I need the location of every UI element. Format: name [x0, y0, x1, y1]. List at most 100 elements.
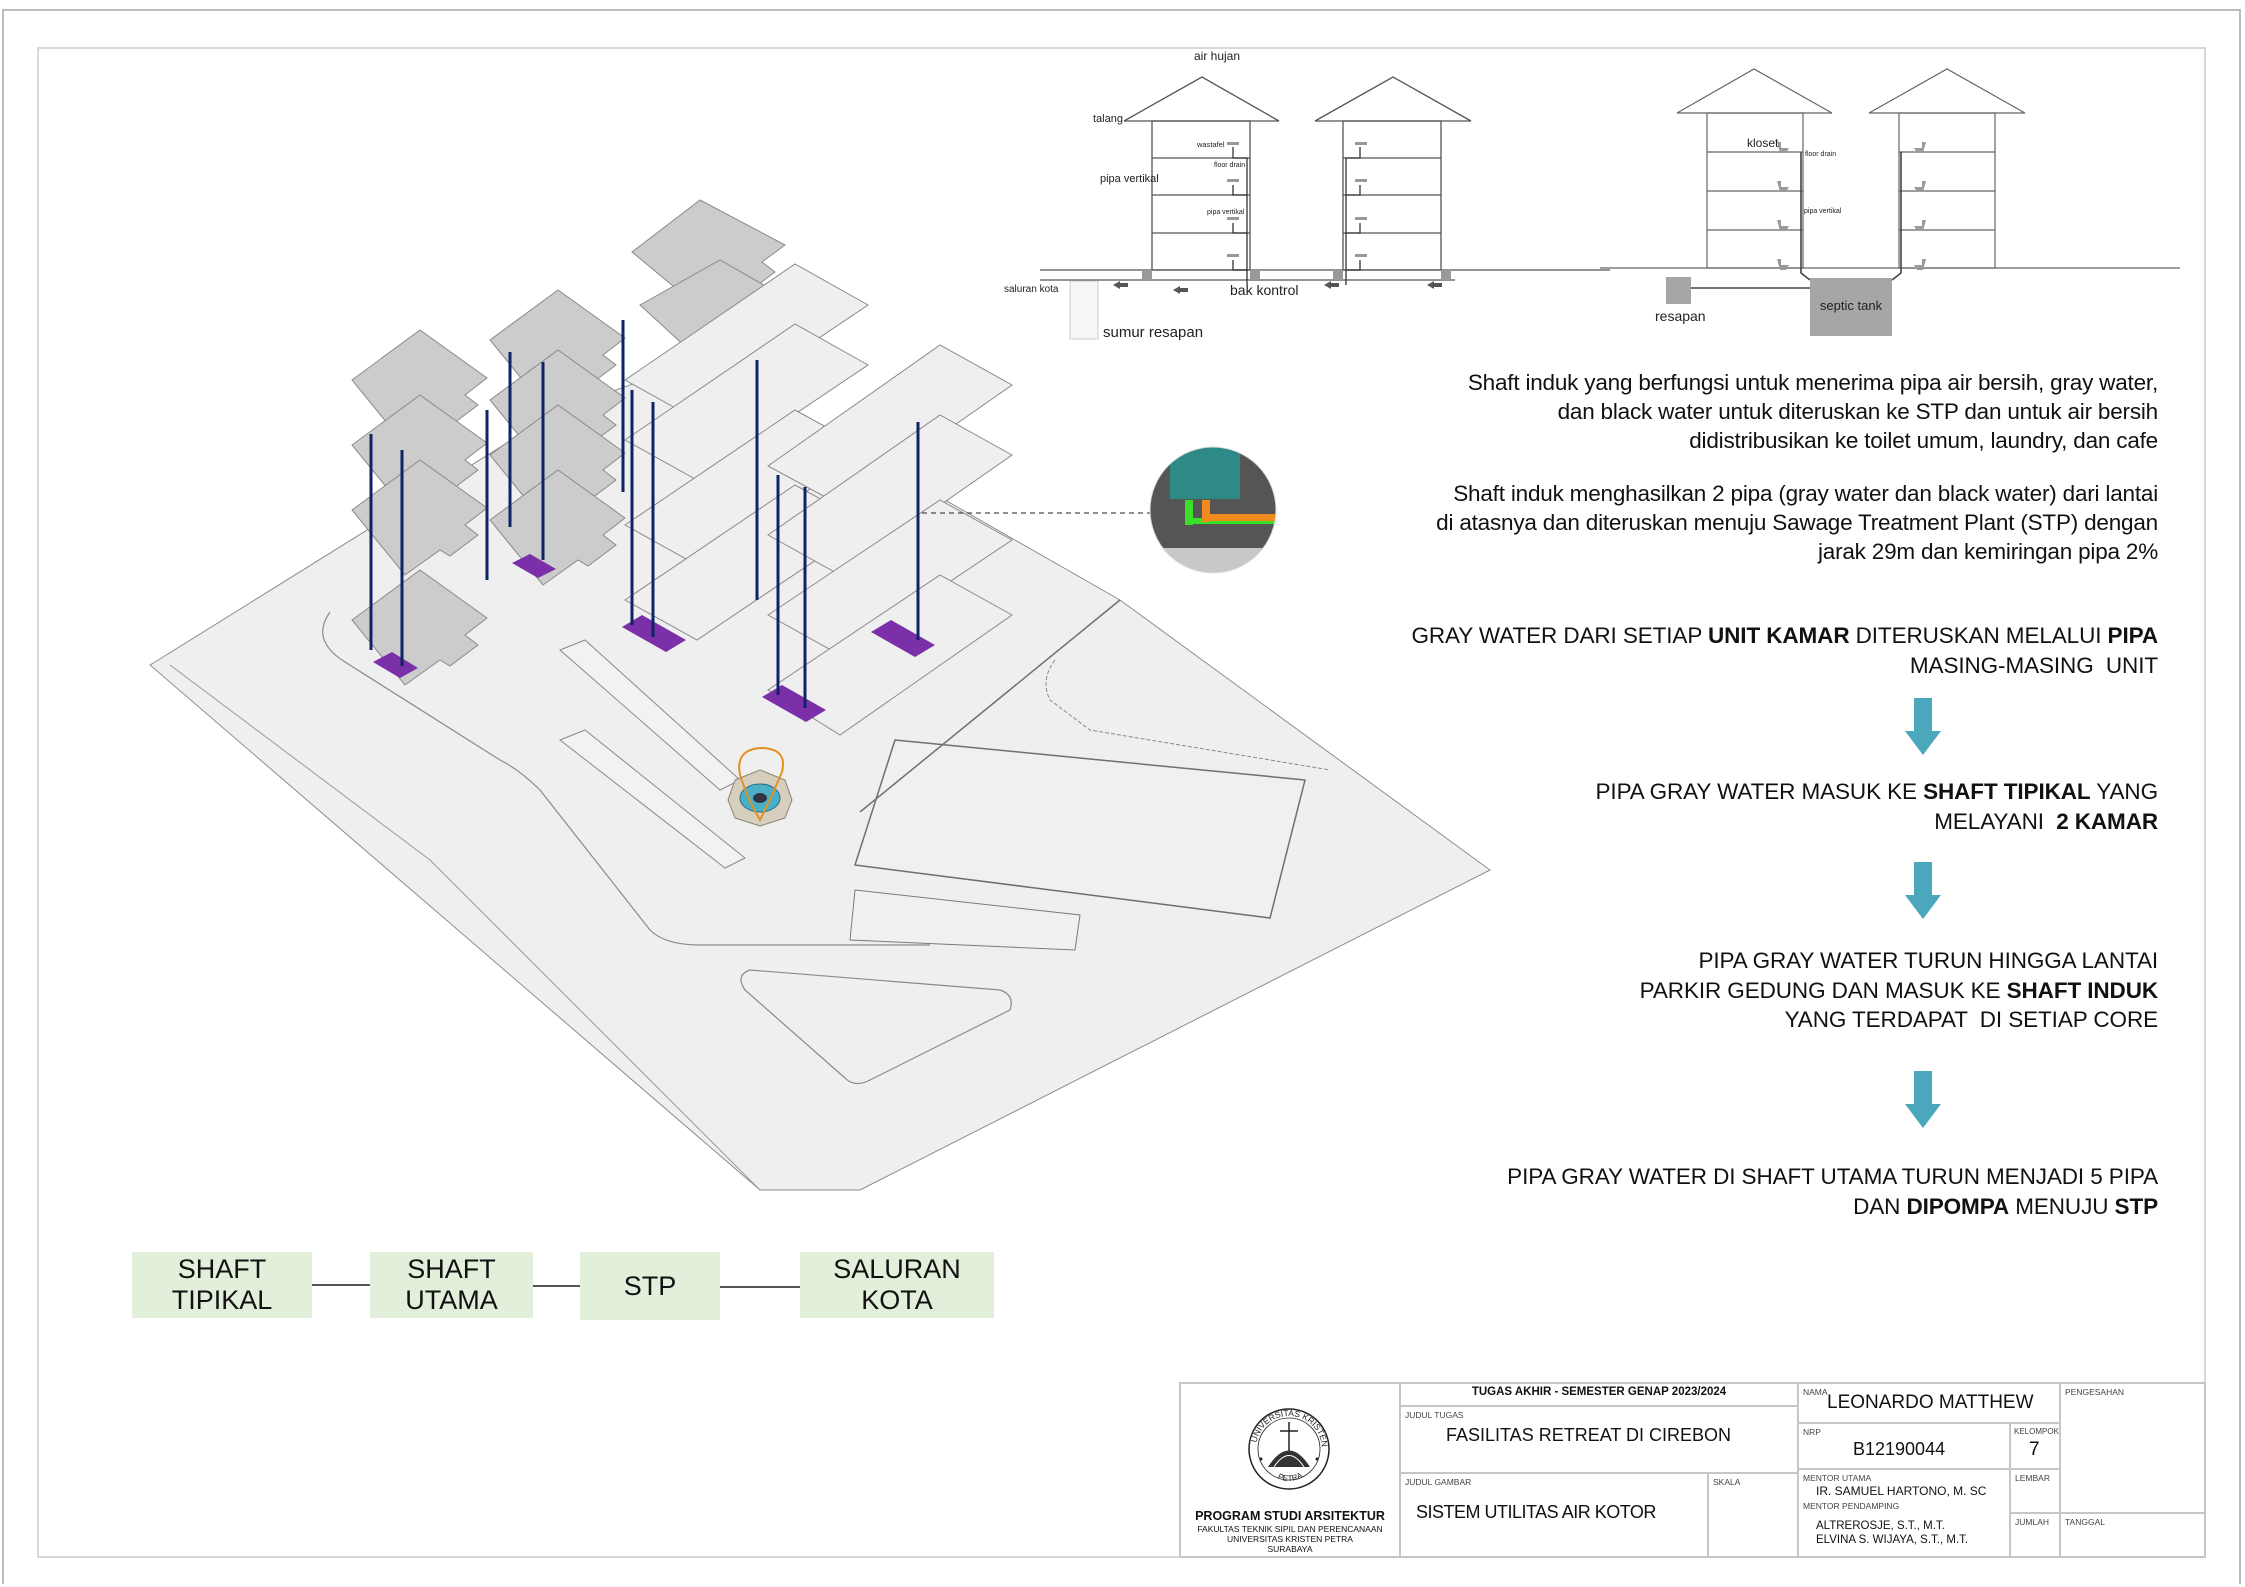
- building-block-d: [624, 263, 869, 641]
- step-line: YANG TERDAPAT DI SETIAP CORE: [1640, 1005, 2159, 1035]
- roof-2: [1314, 76, 1472, 122]
- black-water-section-diagram: kloset floor drain pipa vertikal resapan…: [1600, 68, 2180, 336]
- step-text: YANG TERDAPAT DI SETIAP CORE: [1784, 1007, 2159, 1032]
- label-floor-drain: floor drain: [1214, 162, 1245, 169]
- title-block-logo-cell: UNIVERSITAS KRISTEN PETRA PROGRAM STUDI …: [1181, 1384, 1399, 1556]
- flow-box-line: SHAFT: [407, 1254, 496, 1284]
- assignment-header: TUGAS AKHIR - SEMESTER GENAP 2023/2024: [1471, 1386, 1727, 1398]
- hall-annex: [849, 889, 1081, 951]
- label-saluran-kota: saluran kota: [1004, 284, 1059, 295]
- building-cluster-a: [351, 329, 488, 686]
- label-bak-kontrol: bak kontrol: [1230, 282, 1298, 298]
- step-text: PARKIR GEDUNG DAN MASUK KE: [1639, 977, 2007, 1003]
- building-block-e: [767, 344, 1013, 736]
- step-text: MENUJU: [2009, 1193, 2115, 1219]
- tanggal-label: TANGGAL: [2065, 1517, 2105, 1527]
- label-floor-drain-bw: floor drain: [1805, 151, 1836, 158]
- nrp-value: B12190044: [1853, 1439, 1946, 1459]
- jumlah-cell: JUMLAH: [2009, 1512, 2059, 1558]
- faculty-name: FAKULTAS TEKNIK SIPIL DAN PERENCANAAN UN…: [1181, 1524, 1399, 1554]
- shaft-pad: [871, 620, 935, 657]
- flow-box-stp: STP: [580, 1252, 720, 1320]
- judul-tugas-label: JUDUL TUGAS: [1405, 1410, 1464, 1420]
- flow-step-4: PIPA GRAY WATER DI SHAFT UTAMA TURUN MEN…: [1507, 1162, 2158, 1221]
- flow-step-1: GRAY WATER DARI SETIAP UNIT KAMAR DITERU…: [1411, 621, 2158, 680]
- step-line: PIPA GRAY WATER TURUN HINGGA LANTAI: [1640, 946, 2159, 976]
- nrp-label: NRP: [1803, 1427, 1821, 1437]
- step-emphasis: DIPOMPA: [1906, 1193, 2010, 1219]
- judul-gambar-cell: JUDUL GAMBAR SISTEM UTILITAS AIR KOTOR: [1399, 1472, 1707, 1558]
- step-line: GRAY WATER DARI SETIAP UNIT KAMAR DITERU…: [1411, 621, 2158, 651]
- mentor-pendamping-2: ELVINA S. WIJAYA, S.T., M.T.: [1816, 1534, 1969, 1546]
- judul-tugas-cell: JUDUL TUGAS FASILITAS RETREAT DI CIREBON: [1399, 1405, 1797, 1472]
- mentor-pendamping-label: MENTOR PENDAMPING: [1803, 1501, 1900, 1511]
- sumur-resapan-well: [1069, 280, 1099, 340]
- title-block-header-cell: TUGAS AKHIR - SEMESTER GENAP 2023/2024: [1399, 1382, 1797, 1405]
- label-pipa-vertikal: pipa vertikal: [1100, 173, 1159, 185]
- step-text: GRAY WATER DARI SETIAP: [1411, 623, 1708, 648]
- label-septic-tank: septic tank: [1820, 298, 1883, 313]
- down-arrow-icon: [1905, 698, 1941, 755]
- skala-label: SKALA: [1713, 1477, 1741, 1487]
- parking-island: [740, 969, 1012, 1085]
- lembar-cell: LEMBAR: [2009, 1468, 2059, 1512]
- fountain-icon: [727, 746, 793, 827]
- parking-strip-2: [559, 729, 746, 869]
- mentor-pendamping-1: ALTREROSJE, S.T., M.T.: [1816, 1520, 1945, 1532]
- judul-gambar-value: SISTEM UTILITAS AIR KOTOR: [1416, 1502, 1656, 1522]
- step-text: PIPA GRAY WATER MASUK KE: [1595, 779, 1924, 804]
- step-text: PIPA GRAY WATER DI SHAFT UTAMA TURUN MEN…: [1507, 1164, 2158, 1189]
- label-kloset: kloset: [1747, 136, 1779, 150]
- university-line: UNIVERSITAS KRISTEN PETRA: [1227, 1534, 1353, 1544]
- flow-connector: [720, 1286, 800, 1288]
- road-curve: [322, 611, 930, 946]
- city-line: SURABAYA: [1267, 1544, 1313, 1554]
- flow-connector: [312, 1284, 370, 1286]
- roof-1: [1123, 76, 1280, 122]
- gray-water-section-diagram: air hujan talang pipa vertikal wastafel …: [1004, 49, 1610, 341]
- step-emphasis: UNIT KAMAR: [1708, 623, 1850, 648]
- nama-value: LEONARDO MATTHEW: [1827, 1392, 2034, 1413]
- description-shaft-induk-2: Shaft induk menghasilkan 2 pipa (gray wa…: [1436, 479, 2158, 566]
- sheet-outer-border: [2, 9, 2241, 1584]
- label-resapan: resapan: [1655, 308, 1706, 324]
- step-line: MASING-MASING UNIT: [1411, 651, 2158, 681]
- mentor-utama-label: MENTOR UTAMA: [1803, 1473, 1872, 1483]
- flow-box-line: STP: [623, 1270, 677, 1301]
- shaft-pad: [373, 652, 418, 678]
- label-wastafel: wastafel: [1196, 140, 1225, 149]
- step-text: YANG: [2090, 779, 2158, 804]
- description-line: Shaft induk menghasilkan 2 pipa (gray wa…: [1453, 481, 2158, 506]
- drawing-frame: [37, 47, 2206, 1558]
- flow-box-line: SHAFT: [177, 1254, 267, 1284]
- building-cluster-b: [489, 289, 626, 586]
- description-line: didistribusikan ke toilet umum, laundry,…: [1689, 428, 2158, 453]
- program-name: PROGRAM STUDI ARSITEKTUR: [1195, 1509, 1385, 1523]
- flow-step-2: PIPA GRAY WATER MASUK KE SHAFT TIPIKAL Y…: [1595, 777, 2159, 836]
- pipe-detail-callout: [1149, 446, 1277, 574]
- nrp-cell: NRP B12190044: [1797, 1422, 2009, 1468]
- description-line: di atasnya dan diteruskan menuju Sawage …: [1436, 510, 2158, 535]
- building-cluster-c: [631, 199, 791, 361]
- kelompok-label: KELOMPOK: [2014, 1427, 2059, 1436]
- kelompok-value: 7: [2029, 1439, 2040, 1460]
- site-edge-diagonal: [859, 599, 1121, 813]
- step-emphasis: SHAFT TIPIKAL: [1923, 779, 2091, 804]
- road-right-curve: [1045, 659, 1331, 771]
- bak-kontrol-box: [1142, 270, 1152, 280]
- skala-cell: SKALA: [1707, 1472, 1797, 1558]
- resapan-box: [1666, 277, 1691, 304]
- kloset-icons: [1777, 142, 1926, 270]
- hall-roof: [854, 739, 1306, 919]
- step-emphasis: 2 KAMAR: [2056, 808, 2158, 834]
- description-line: jarak 29m dan kemiringan pipa 2%: [1817, 539, 2158, 564]
- flow-arrows: [1113, 281, 1442, 294]
- mentor-utama-value: IR. SAMUEL HARTONO, M. SC: [1816, 1484, 1987, 1498]
- label-pipa-vertikal-inner: pipa vertikal: [1207, 209, 1245, 216]
- shaft-pipes: [369, 320, 920, 708]
- pengesahan-label: PENGESAHAN: [2065, 1387, 2125, 1397]
- road-left: [169, 664, 761, 1191]
